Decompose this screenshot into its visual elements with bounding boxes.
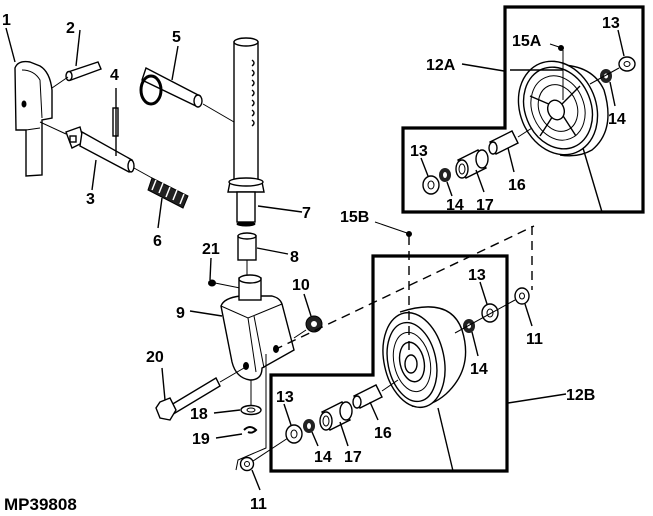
inset-box-12b — [269, 254, 509, 473]
callout-6: 6 — [153, 233, 162, 250]
part-16-spacer-b — [352, 379, 399, 421]
axle-centerline — [273, 225, 535, 351]
callout-17-a: 17 — [476, 197, 494, 214]
part-15a-grease-fitting — [549, 43, 564, 51]
part-12a-wheel — [510, 50, 609, 213]
callout-3: 3 — [86, 191, 95, 208]
inset-box-12a — [401, 5, 645, 214]
leader-12a — [461, 63, 505, 72]
part-3-latch-rod — [39, 121, 153, 191]
part-17-bearing-a — [455, 149, 489, 193]
callout-16-a: 16 — [508, 177, 526, 194]
part-12b-wheel — [382, 306, 467, 472]
callout-19: 19 — [192, 431, 210, 448]
callout-12a: 12A — [426, 57, 456, 74]
part-13-washer-a-right — [617, 29, 636, 72]
part-19-retaining-ring — [215, 426, 258, 439]
part-13-washer-b-right — [479, 281, 499, 323]
callout-14-a-right: 14 — [608, 111, 626, 128]
callout-14-b-left: 14 — [314, 449, 332, 466]
callout-7: 7 — [302, 205, 311, 222]
part-17-bearing-b — [319, 401, 353, 447]
callout-13-b-left: 13 — [276, 389, 294, 406]
callout-15b: 15B — [340, 209, 369, 226]
leader-12b — [507, 393, 567, 404]
callout-2: 2 — [66, 20, 75, 37]
part-4-roll-pin — [112, 88, 119, 156]
part-13-washer-b-left — [283, 403, 303, 444]
callout-13-a-right: 13 — [602, 15, 620, 32]
part-7-spindle-post — [227, 37, 303, 227]
callout-11-lower: 11 — [250, 496, 267, 513]
callout-11-upper: 11 — [526, 331, 543, 348]
part-21-set-screw — [208, 257, 241, 289]
callout-20: 20 — [146, 349, 164, 366]
callout-10: 10 — [292, 277, 310, 294]
part-2-pin — [51, 29, 102, 89]
part-8-bushing — [237, 232, 289, 278]
callout-1: 1 — [2, 12, 11, 29]
figure-code: MP39808 — [4, 495, 77, 514]
callout-13-b-right: 13 — [468, 267, 486, 284]
part-16-spacer-a — [488, 127, 533, 173]
part-1-bracket — [5, 27, 53, 177]
callout-4: 4 — [110, 67, 119, 84]
callout-14-a-left: 14 — [446, 197, 464, 214]
callout-15a: 15A — [512, 33, 542, 50]
callout-13-a-left: 13 — [410, 143, 428, 160]
part-11-washer-upper — [454, 287, 533, 334]
part-14-seal-a-right — [589, 67, 620, 107]
part-10-nut — [293, 293, 323, 339]
callout-18: 18 — [190, 406, 208, 423]
part-5-lynch-pin — [139, 45, 235, 123]
callout-5: 5 — [172, 29, 181, 46]
part-15b-grease-fitting — [374, 221, 412, 350]
part-13-washer-a-left — [420, 157, 440, 195]
callout-17-b: 17 — [344, 449, 362, 466]
part-9-caster-fork — [189, 274, 295, 381]
part-14-seal-a-left — [439, 168, 453, 197]
part-6-spring — [147, 177, 189, 229]
part-14-seal-b-left — [303, 419, 319, 447]
callout-16-b: 16 — [374, 425, 392, 442]
callout-8: 8 — [290, 249, 299, 266]
callout-21: 21 — [202, 241, 220, 258]
callout-9: 9 — [176, 305, 185, 322]
part-20-bolt — [155, 367, 245, 421]
callout-14-b-right: 14 — [470, 361, 488, 378]
part-18-washer — [213, 380, 262, 416]
callout-12b: 12B — [566, 387, 595, 404]
